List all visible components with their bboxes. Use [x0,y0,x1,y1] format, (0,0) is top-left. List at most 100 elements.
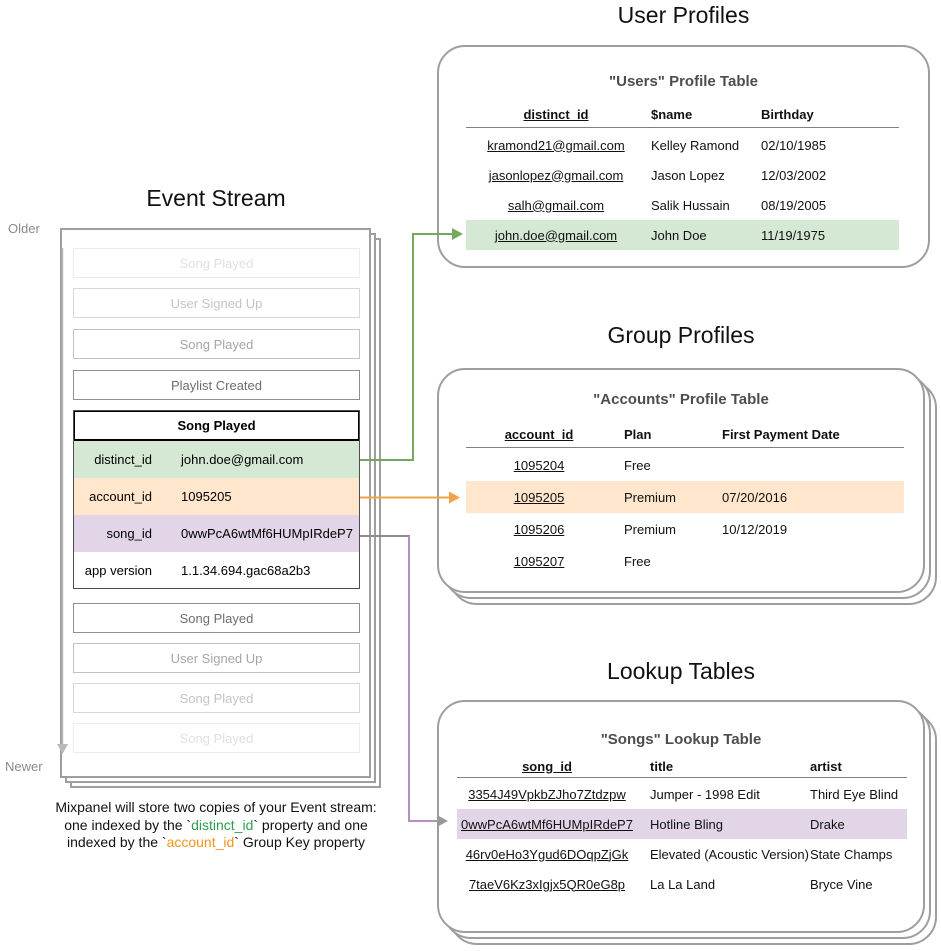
table-row-highlighted: 1095205 Premium 07/20/2016 [466,481,904,513]
songs-table-body: 3354J49VpkbZJho7Ztdzpw Jumper - 1998 Edi… [457,779,907,899]
cell-song-id: 7taeV6Kz3xIgjx5QR0eG8p [468,876,626,892]
cell-artist: Bryce Vine [810,876,873,892]
event-row: User Signed Up [73,288,360,318]
song-id-connector [408,536,437,822]
table-row: 7taeV6Kz3xIgjx5QR0eG8p La La Land Bryce … [457,869,907,899]
header-rule [466,127,899,128]
caption-line-1: Mixpanel will store two copies of your E… [55,799,377,815]
caption-text: one indexed by the ` [64,816,192,833]
cell-distinct-id: kramond21@gmail.com [487,137,625,153]
property-key: distinct_id [94,452,152,467]
users-table-title: "Users" Profile Table [609,73,758,90]
table-row: salh@gmail.com Salik Hussain 08/19/2005 [466,190,899,220]
column-header-song-id: song_id [522,758,572,774]
cell-first-payment: 07/20/2016 [722,489,788,505]
cell-title: La La Land [650,876,716,892]
property-value: 1095205 [181,489,232,504]
accounts-table-header: account_id Plan First Payment Date [466,424,904,444]
property-value: 1.1.34.694.gac68a2b3 [181,563,311,578]
column-header-birthday: Birthday [761,106,814,122]
cell-title: Hotline Bling [650,816,723,832]
cell-song-id: 46rv0eHo3Ygud6DOqpZjGk [465,846,629,862]
cell-distinct-id: jasonlopez@gmail.com [488,167,624,183]
cell-account-id: 1095205 [513,489,565,505]
event-property-row-app-version: app version 1.1.34.694.gac68a2b3 [73,552,360,589]
property-value: john.doe@gmail.com [181,452,304,467]
table-row: 3354J49VpkbZJho7Ztdzpw Jumper - 1998 Edi… [457,779,907,809]
table-row: 1095204 Free [466,449,904,481]
users-table-body: kramond21@gmail.com Kelley Ramond 02/10/… [466,130,899,250]
column-header-title: title [650,758,674,774]
cell-plan: Free [624,553,651,569]
group-profiles-title: Group Profiles [607,322,755,348]
cell-title: Jumper - 1998 Edit [650,786,760,802]
cell-account-id: 1095207 [513,553,565,569]
cell-plan: Free [624,457,651,473]
selected-event-header: Song Played [73,410,360,441]
column-header-plan: Plan [624,426,652,442]
cell-artist: Third Eye Blind [810,786,899,802]
table-row-highlighted: 0wwPcA6wtMf6HUMpIRdeP7 Hotline Bling Dra… [457,809,907,839]
event-stream-title: Event Stream [146,185,286,211]
table-row: jasonlopez@gmail.com Jason Lopez 12/03/2… [466,160,899,190]
lookup-tables-title: Lookup Tables [607,658,755,684]
property-key: song_id [106,526,152,541]
table-row-highlighted: john.doe@gmail.com John Doe 11/19/1975 [466,220,899,250]
songs-table-title: "Songs" Lookup Table [600,731,762,748]
songs-table-header: song_id title artist [457,756,907,776]
cell-birthday: 11/19/1975 [761,227,826,243]
cell-first-payment: 10/12/2019 [722,521,788,537]
cell-distinct-id: salh@gmail.com [507,197,605,213]
account-id-token: account_id [166,834,235,850]
cell-song-id: 3354J49VpkbZJho7Ztdzpw [468,786,626,802]
event-row: Song Played [73,248,360,278]
table-row: 46rv0eHo3Ygud6DOqpZjGk Elevated (Acousti… [457,839,907,869]
event-row: Song Played [73,723,360,753]
property-value: 0wwPcA6wtMf6HUMpIRdeP7 [181,526,353,541]
header-rule [457,777,907,778]
event-row: Playlist Created [73,370,360,400]
cell-account-id: 1095206 [513,521,565,537]
cell-title: Elevated (Acoustic Version) [650,846,809,862]
property-key: app version [84,563,152,578]
table-row: 1095207 Free [466,545,904,577]
event-property-row-distinct-id: distinct_id john.doe@gmail.com [73,441,360,478]
column-header-first-payment-date: First Payment Date [722,426,840,442]
cell-birthday: 02/10/1985 [761,137,827,153]
group-profiles-container [437,368,925,593]
caption-line-3: indexed by the `account_id` Group Key pr… [36,834,396,852]
event-row: User Signed Up [73,643,360,673]
cell-distinct-id: john.doe@gmail.com [494,227,618,243]
accounts-table-body: 1095204 Free 1095205 Premium 07/20/2016 … [466,449,904,577]
caption: Mixpanel will store two copies of your E… [36,799,396,852]
cell-birthday: 08/19/2005 [761,197,827,213]
event-row: Song Played [73,603,360,633]
users-table-header: distinct_id $name Birthday [466,104,899,124]
older-label: Older [8,221,40,236]
newer-label: Newer [5,759,43,774]
cell-song-id: 0wwPcA6wtMf6HUMpIRdeP7 [461,816,633,832]
column-header-name: $name [651,106,693,122]
column-header-distinct-id: distinct_id [523,106,589,122]
cell-name: Jason Lopez [651,167,725,183]
header-rule [466,447,904,448]
cell-artist: Drake [810,816,845,832]
cell-birthday: 12/03/2002 [761,167,827,183]
column-header-account-id: account_id [504,426,574,442]
caption-text: ` property and one [253,816,368,833]
cell-artist: State Champs [810,846,893,862]
accounts-table-title: "Accounts" Profile Table [593,391,769,408]
caption-text: ` Group Key property [234,834,366,850]
event-property-row-account-id: account_id 1095205 [73,478,360,515]
cell-plan: Premium [624,489,677,505]
cell-name: Kelley Ramond [651,137,740,153]
caption-line-2: one indexed by the `distinct_id` propert… [36,817,396,835]
event-row: Song Played [73,329,360,359]
cell-account-id: 1095204 [513,457,565,473]
property-key: account_id [89,489,152,504]
table-row: 1095206 Premium 10/12/2019 [466,513,904,545]
event-row: Song Played [73,683,360,713]
table-row: kramond21@gmail.com Kelley Ramond 02/10/… [466,130,899,160]
cell-name: John Doe [651,227,707,243]
